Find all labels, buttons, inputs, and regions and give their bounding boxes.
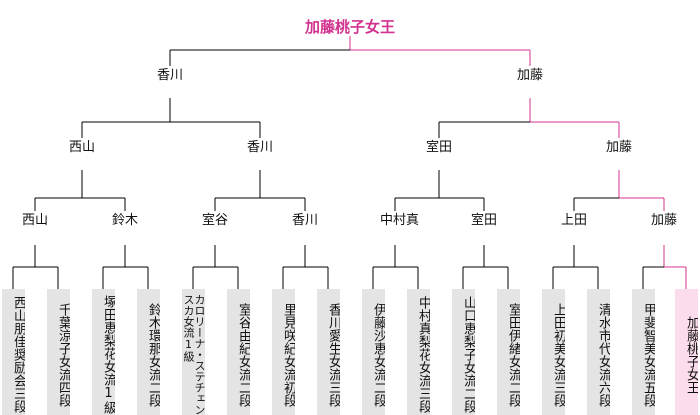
player-box-2: 千葉涼子女流四段	[47, 289, 70, 415]
quarterfinalist-name: 香川	[291, 213, 318, 228]
player-name: 西山朋佳奨励会三段	[11, 296, 25, 413]
player-box-7: 里見咲紀女流初段	[272, 289, 295, 415]
quarterfinalist-name: 加藤	[650, 213, 677, 228]
quarterfinalist-name: 中村真	[380, 213, 420, 228]
quarterfinalist-6: 室田	[469, 213, 499, 228]
quarterfinalist-3: 室谷	[200, 213, 230, 228]
quarterfinalist-4: 香川	[290, 213, 320, 228]
semifinalist-name: 香川	[246, 140, 273, 155]
semifinalist-2: 香川	[245, 140, 275, 155]
quarterfinalist-7: 上田	[559, 213, 589, 228]
quarterfinalist-name: 室谷	[201, 213, 228, 228]
player-name: 清水市代女流六段	[596, 302, 610, 407]
player-name: カロリーナ・ステチェンスカ女流1級	[182, 294, 205, 415]
player-name: 伊藤沙恵女流二段	[371, 302, 385, 407]
player-box-6: 室谷由紀女流二段	[227, 289, 250, 415]
quarterfinalist-name: 上田	[560, 213, 587, 228]
semifinalist-name: 加藤	[605, 140, 632, 155]
semifinalist-4: 加藤	[604, 140, 634, 155]
player-name: 甲斐智美女流五段	[641, 302, 655, 407]
finalist-right: 加藤	[515, 68, 545, 83]
finalist-left-name: 香川	[156, 68, 183, 83]
finalist-right-name: 加藤	[516, 68, 543, 83]
player-name: 里見咲紀女流初段	[281, 302, 295, 407]
player-box-14: 清水市代女流六段	[587, 289, 610, 415]
player-name: 室谷由紀女流二段	[236, 302, 250, 407]
semifinalist-name: 室田	[425, 140, 452, 155]
player-name: 鈴木環那女流二段	[146, 302, 160, 407]
player-box-9: 伊藤沙恵女流二段	[362, 289, 385, 415]
player-name: 上田初美女流三段	[551, 302, 565, 407]
player-box-5: カロリーナ・ステチェンスカ女流1級	[182, 289, 205, 415]
player-name: 室田伊緒女流二段	[506, 302, 520, 407]
quarterfinalist-8: 加藤	[649, 213, 679, 228]
champion-label: 加藤桃子女王	[304, 18, 395, 36]
quarterfinalist-name: 西山	[21, 213, 48, 228]
player-box-13: 上田初美女流三段	[542, 289, 565, 415]
player-box-15: 甲斐智美女流五段	[632, 289, 655, 415]
player-box-16-winner: 加藤桃子女王	[675, 289, 698, 415]
player-name: 千葉涼子女流四段	[56, 302, 70, 407]
semifinalist-1: 西山	[67, 140, 97, 155]
semifinalist-name: 西山	[68, 140, 95, 155]
player-box-12: 室田伊緒女流二段	[497, 289, 520, 415]
player-box-10: 中村真梨花女流三段	[407, 289, 430, 415]
semifinalist-3: 室田	[424, 140, 454, 155]
quarterfinalist-name: 室田	[470, 213, 497, 228]
player-box-3: 塚田恵梨花女流1級	[92, 289, 115, 415]
quarterfinalist-1: 西山	[20, 213, 50, 228]
player-name: 山口恵梨子女流二段	[461, 296, 475, 413]
finalist-left: 香川	[155, 68, 185, 83]
player-box-4: 鈴木環那女流二段	[137, 289, 160, 415]
player-box-11: 山口恵梨子女流二段	[452, 289, 475, 415]
quarterfinalist-2: 鈴木	[110, 213, 140, 228]
quarterfinalist-name: 鈴木	[111, 213, 138, 228]
player-box-1: 西山朋佳奨励会三段	[2, 289, 25, 415]
quarterfinalist-5: 中村真	[380, 213, 419, 228]
player-name: 塚田恵梨花女流1級	[101, 295, 115, 414]
player-name: 香川愛生女流三段	[326, 302, 340, 407]
player-box-8: 香川愛生女流三段	[317, 289, 340, 415]
player-name: 中村真梨花女流三段	[416, 296, 430, 413]
player-name: 加藤桃子女王	[684, 315, 698, 394]
